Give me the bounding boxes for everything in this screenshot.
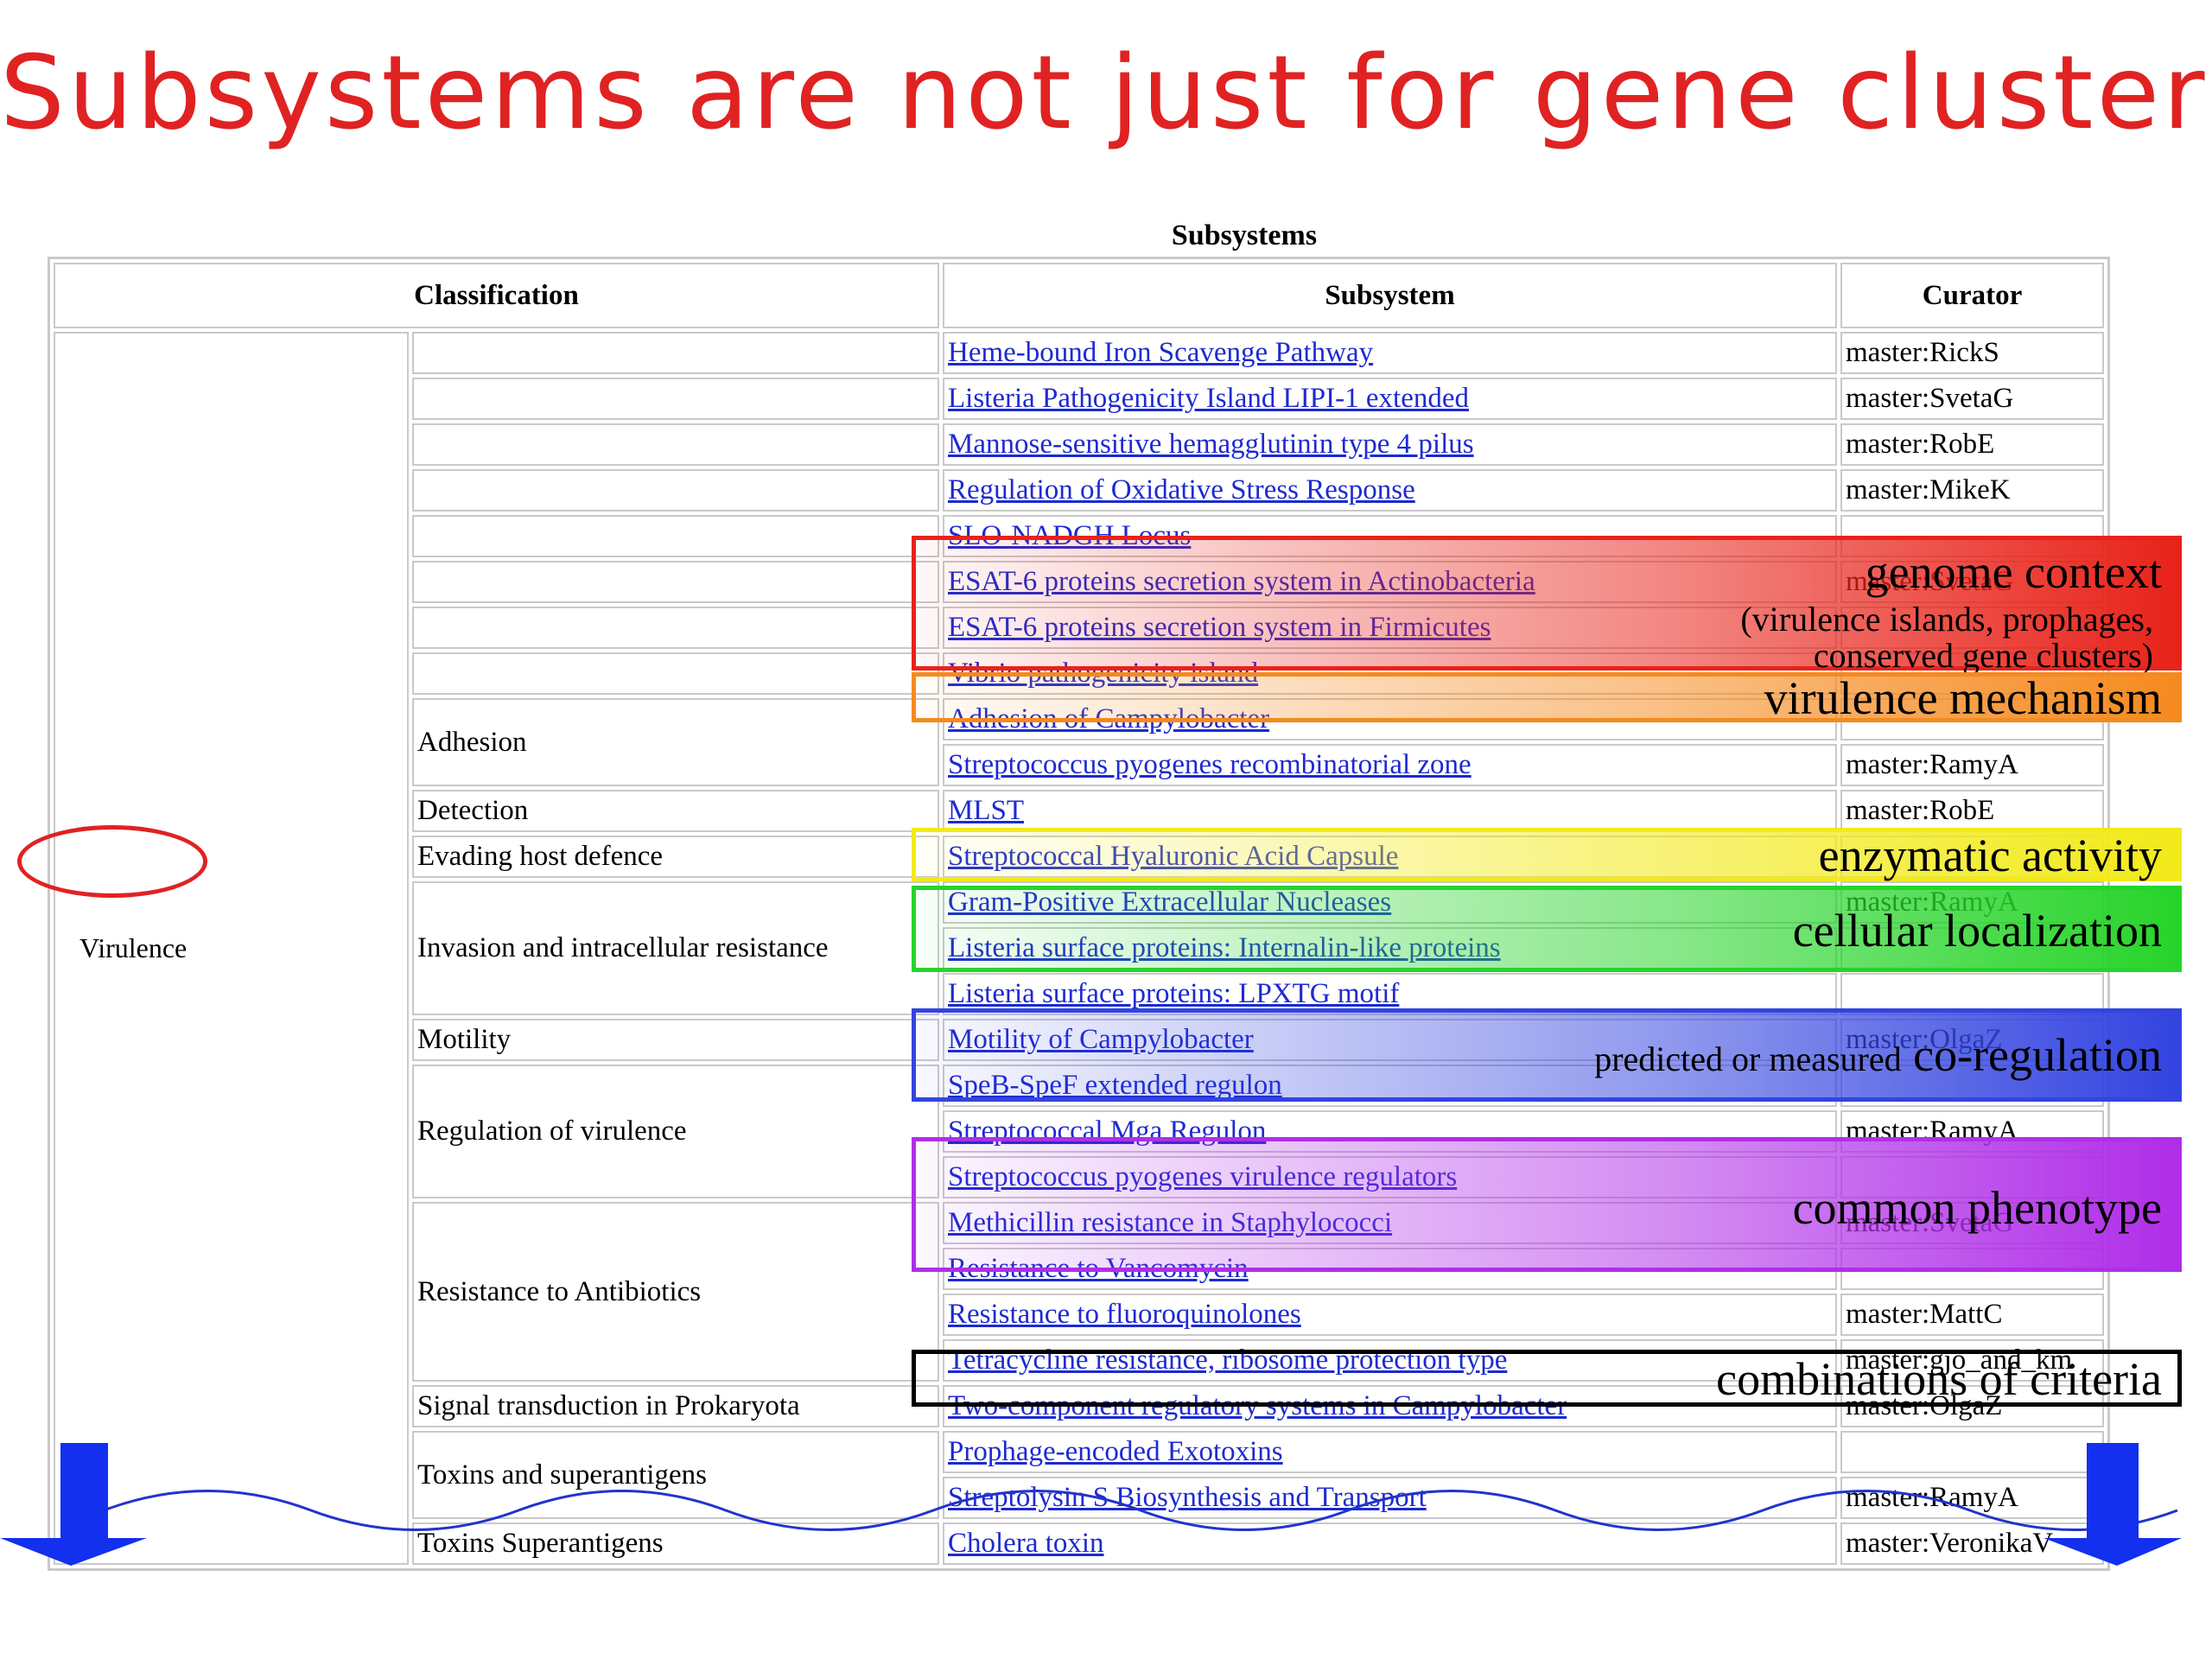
subsystem-header[interactable]: Subsystem [943,263,1837,328]
curator-cell: master:RickS [1840,332,2104,374]
curator-cell: master:MattC [1840,1294,2104,1336]
subsystem-link[interactable]: Resistance to fluoroquinolones [948,1299,1301,1330]
sub-classification-cell: Signal transduction in Prokaryota [412,1385,939,1427]
sub-classification-cell [412,332,939,374]
sub-classification-cell: Invasion and intracellular resistance [412,881,939,1015]
sub-classification-cell: Toxins Superantigens [412,1522,939,1565]
table-caption: Subsystems [1171,219,1318,251]
sub-classification-cell [412,607,939,649]
table-row: Streptolysin S Biosynthesis and Transpor… [54,1477,2104,1519]
scroll-down-arrow-left-icon [0,1443,147,1566]
subsystem-link[interactable]: Cholera toxin [948,1528,1104,1559]
subsystem-cell: Heme-bound Iron Scavenge Pathway [943,332,1837,374]
cellular-localization-band: cellular localization [912,886,2182,972]
subsystem-link[interactable]: MLST [948,795,1025,826]
genome-context-detail-2: conserved gene clusters) [1813,636,2153,675]
curator-cell: master:RobE [1840,790,2104,832]
curator-cell: master:RobE [1840,423,2104,466]
subsystem-link[interactable]: Streptolysin S Biosynthesis and Transpor… [948,1482,1427,1513]
classification-header[interactable]: Classification [54,263,939,328]
combinations-band: combinations of criteria [912,1350,2182,1407]
sub-classification-cell: Detection [412,790,939,832]
table-row: Resistance to fluoroquinolones master:Mat… [54,1294,2104,1336]
subsystem-cell: Resistance to fluoroquinolones [943,1294,1837,1336]
subsystem-link[interactable]: Heme-bound Iron Scavenge Pathway [948,337,1374,368]
genome-context-label: genome context [1865,546,2162,598]
sub-classification-cell [412,378,939,420]
table-row: Mannose-sensitive hemagglutinin type 4 p… [54,423,2104,466]
enzymatic-activity-band: enzymatic activity [912,828,2182,881]
sub-classification-cell [412,515,939,557]
table-row: Virulence Heme-bound Iron Scavenge Pathwa… [54,332,2104,1565]
curator-cell: master:SvetaG [1840,378,2104,420]
sub-classification-cell: Evading host defence [412,836,939,878]
co-regulation-label: predicted or measured co-regulation [1594,1028,2162,1082]
sub-classification-cell [412,469,939,512]
slide-title: Subsystems are not just for gene cluster… [0,33,2212,152]
subsystem-cell: Regulation of Oxidative Stress Response [943,469,1837,512]
curator-cell: master:MikeK [1840,469,2104,512]
subsystem-cell: Mannose-sensitive hemagglutinin type 4 p… [943,423,1837,466]
subsystem-link[interactable]: Listeria Pathogenicity Island LIPI-1 ext… [948,383,1469,414]
subsystem-cell: MLST [943,790,1837,832]
sub-classification-cell: Adhesion [412,698,939,786]
subsystem-link[interactable]: Listeria surface proteins: LPXTG motif [948,978,1400,1009]
table-row: Streptococcus pyogenes recombinatorial z… [54,744,2104,786]
subsystem-link[interactable]: Streptococcus pyogenes recombinatorial z… [948,749,1471,780]
virulence-mechanism-band: virulence mechanism [912,672,2182,724]
table-header-row: Classification Subsystem Curator [54,263,2104,328]
sub-classification-cell: Resistance to Antibiotics [412,1202,939,1382]
subsystem-cell: Streptococcus pyogenes recombinatorial z… [943,744,1837,786]
curator-header[interactable]: Curator [1840,263,2104,328]
sub-classification-cell [412,561,939,603]
virulence-mechanism-label: virulence mechanism [1764,672,2162,724]
curator-cell: master:RamyA [1840,744,2104,786]
common-phenotype-band: common phenotype [912,1137,2182,1272]
sub-classification-cell [412,652,939,695]
co-regulation-prefix: predicted or measured [1594,1039,1902,1078]
virulence-highlight-ellipse [17,825,207,898]
top-classification-cell: Virulence [54,332,409,1565]
subsystem-link[interactable]: Prophage-encoded Exotoxins [948,1436,1283,1467]
subsystem-cell: Listeria Pathogenicity Island LIPI-1 ext… [943,378,1837,420]
continuation-wave [103,1490,2178,1531]
combinations-label: combinations of criteria [1716,1353,2162,1405]
subsystem-link[interactable]: Regulation of Oxidative Stress Response [948,474,1415,505]
co-regulation-main: co-regulation [1913,1029,2162,1081]
sub-classification-cell: Toxins and superantigens [412,1431,939,1519]
co-regulation-band: predicted or measured co-regulation [912,1008,2182,1102]
table-row: Listeria Pathogenicity Island LIPI-1 ext… [54,378,2104,420]
subsystem-link[interactable]: Mannose-sensitive hemagglutinin type 4 p… [948,429,1474,460]
subsystem-cell: Cholera toxin [943,1522,1837,1565]
genome-context-band: genome context (virulence islands, proph… [912,536,2182,675]
sub-classification-cell: Regulation of virulence [412,1065,939,1198]
subsystem-cell: Prophage-encoded Exotoxins [943,1431,1837,1473]
cellular-localization-label: cellular localization [1792,905,2162,957]
sub-classification-cell: Motility [412,1019,939,1061]
genome-context-detail-1: (virulence islands, prophages, [1740,600,2153,639]
enzymatic-activity-label: enzymatic activity [1818,830,2162,881]
sub-classification-cell [412,423,939,466]
table-row: Regulation of Oxidative Stress Response m… [54,469,2104,512]
common-phenotype-label: common phenotype [1792,1182,2162,1234]
scroll-down-arrow-right-icon [2044,1443,2182,1566]
subsystem-cell: Streptolysin S Biosynthesis and Transpor… [943,1477,1837,1519]
